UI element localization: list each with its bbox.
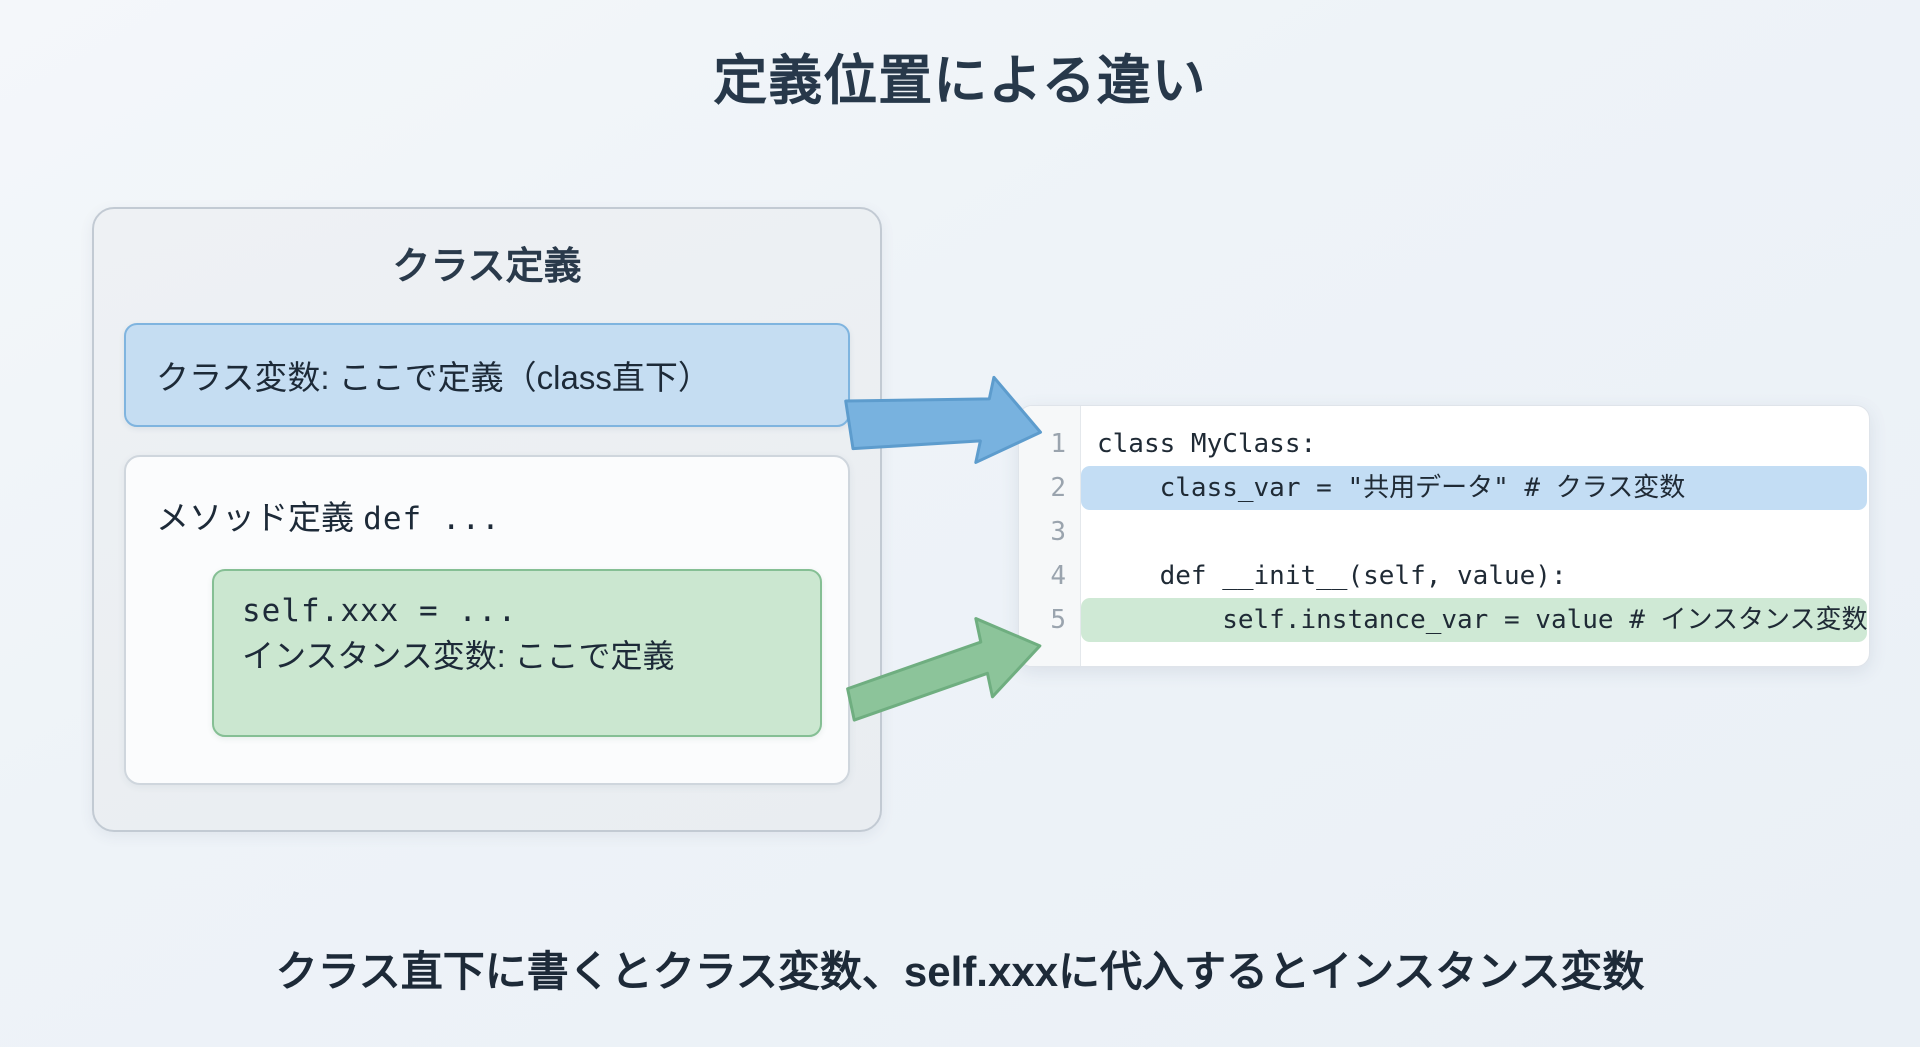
class-definition-panel: クラス定義 クラス変数: ここで定義（class直下） メソッド定義 def .… [92,207,882,832]
line-number: 5 [1050,605,1066,635]
code-line-2: class_var = "共用データ" # クラス変数 [1081,466,1868,510]
page-title: 定義位置による違い [713,51,1207,111]
code-line-1: class MyClass: [1097,429,1317,459]
method-definition-label: メソッド定義 def ... [156,491,501,539]
code-body: class MyClass: class_var = "共用データ" # クラス… [1081,406,1869,666]
method-definition-label-text: メソッド定義 [156,499,354,536]
instance-variable-box: self.xxx = ... インスタンス変数: ここで定義 [212,569,822,737]
code-line-3 [1081,510,1867,554]
code-gutter: 1 2 3 4 5 [1019,406,1081,666]
summary-caption: クラス直下に書くとクラス変数、self.xxxに代入するとインスタンス変数 [275,948,1645,995]
code-line-4: def __init__(self, value): [1097,561,1567,591]
line-number: 3 [1050,517,1066,547]
line-number: 2 [1050,473,1066,503]
code-line-5: self.instance_var = value # インスタンス変数 [1081,598,1868,642]
line-number: 4 [1050,561,1066,591]
instance-variable-code: self.xxx = ... [242,593,518,629]
class-definition-heading: クラス定義 [392,246,582,288]
line-number: 1 [1050,429,1066,459]
code-panel: 1 2 3 4 5 class MyClass: class_var = "共用… [1018,405,1870,667]
method-definition-label-mono: def ... [363,501,501,537]
instance-variable-label: インスタンス変数: ここで定義 [242,637,675,674]
class-variable-box: クラス変数: ここで定義（class直下） [124,323,850,427]
method-definition-box: メソッド定義 def ... self.xxx = ... インスタンス変数: … [124,455,850,785]
class-variable-label: クラス変数: ここで定義（class直下） [156,359,711,396]
